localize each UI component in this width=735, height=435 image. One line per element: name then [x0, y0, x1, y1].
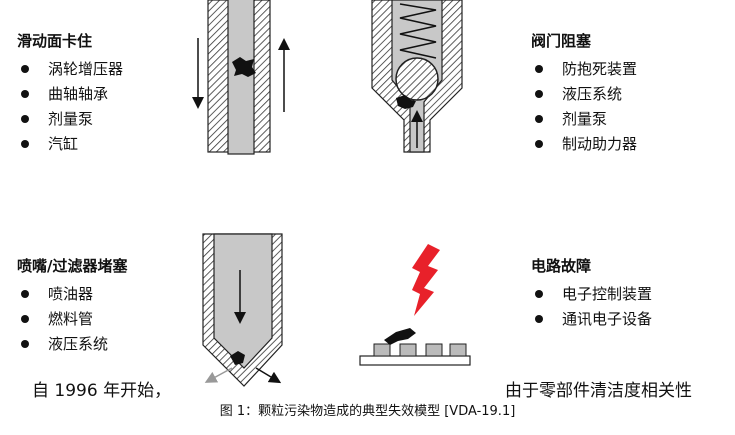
block-title: 滑动面卡住	[17, 32, 93, 50]
spring	[399, 3, 437, 59]
list-item: 防抱死装置	[531, 57, 637, 82]
list-item: 液压系统	[531, 82, 637, 107]
list-item: 燃料管	[17, 307, 127, 332]
list-item: 液压系统	[17, 332, 127, 357]
block-title: 阀门阻塞	[531, 32, 592, 50]
circuit-illustration	[359, 244, 471, 366]
footer-left-text: 自 1996 年开始，	[32, 381, 172, 401]
nozzle-illustration	[202, 233, 283, 387]
list-item: 电子控制装置	[531, 282, 652, 307]
list-item: 涡轮增压器	[17, 57, 123, 82]
list-item: 曲轴轴承	[17, 82, 123, 107]
particle	[230, 351, 245, 365]
list-item: 剂量泵	[17, 107, 123, 132]
lightning-icon	[412, 244, 440, 316]
list-item: 制动助力器	[531, 132, 637, 157]
block-title: 电路故障	[531, 257, 592, 275]
valve-ball	[395, 57, 439, 101]
particle	[396, 95, 416, 109]
list-item: 剂量泵	[531, 107, 637, 132]
failure-block-nozzle: 喷嘴/过滤器堵塞 喷油器 燃料管 液压系统	[17, 255, 127, 357]
sliding-surface-illustration	[192, 0, 290, 155]
valve-illustration	[371, 0, 463, 153]
list-item: 通讯电子设备	[531, 307, 652, 332]
block-title: 喷嘴/过滤器堵塞	[17, 257, 128, 275]
failure-block-circuit: 电路故障 电子控制装置 通讯电子设备	[531, 255, 652, 332]
figure-caption: 图 1：颗粒污染物造成的典型失效模型 [VDA-19.1]	[219, 404, 516, 419]
list-item: 汽缸	[17, 132, 123, 157]
failure-block-sliding: 滑动面卡住 涡轮增压器 曲轴轴承 剂量泵 汽缸	[17, 30, 123, 157]
list-item: 喷油器	[17, 282, 127, 307]
particle	[232, 57, 256, 77]
footer-right-text: 由于零部件清洁度相关性	[505, 381, 692, 401]
particle	[384, 328, 416, 345]
failure-block-valve: 阀门阻塞 防抱死装置 液压系统 剂量泵 制动助力器	[531, 30, 637, 157]
